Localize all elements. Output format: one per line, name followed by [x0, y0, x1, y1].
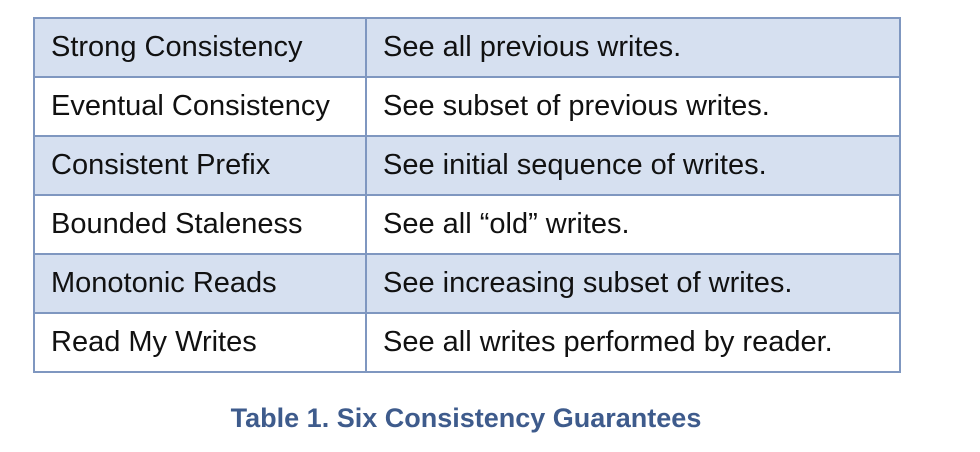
guarantee-name-cell: Eventual Consistency: [33, 76, 367, 137]
table-row: Eventual Consistency See subset of previ…: [33, 76, 901, 137]
table-row: Bounded Staleness See all “old” writes.: [33, 194, 901, 255]
guarantee-description-cell: See all “old” writes.: [365, 194, 901, 255]
guarantee-description-cell: See all writes performed by reader.: [365, 312, 901, 373]
guarantee-name-cell: Bounded Staleness: [33, 194, 367, 255]
table-row: Read My Writes See all writes performed …: [33, 312, 901, 373]
guarantee-description-cell: See initial sequence of writes.: [365, 135, 901, 196]
consistency-guarantees-table: Strong Consistency See all previous writ…: [33, 17, 901, 373]
guarantee-description-cell: See all previous writes.: [365, 17, 901, 78]
guarantee-name-cell: Strong Consistency: [33, 17, 367, 78]
guarantee-description-cell: See subset of previous writes.: [365, 76, 901, 137]
table-caption: Table 1. Six Consistency Guarantees: [230, 403, 702, 433]
consistency-table-container: Strong Consistency See all previous writ…: [33, 17, 901, 373]
table-row: Consistent Prefix See initial sequence o…: [33, 135, 901, 196]
table-row: Monotonic Reads See increasing subset of…: [33, 253, 901, 314]
guarantee-description-cell: See increasing subset of writes.: [365, 253, 901, 314]
guarantee-name-cell: Consistent Prefix: [33, 135, 367, 196]
guarantee-name-cell: Monotonic Reads: [33, 253, 367, 314]
table-row: Strong Consistency See all previous writ…: [33, 17, 901, 78]
guarantee-name-cell: Read My Writes: [33, 312, 367, 373]
